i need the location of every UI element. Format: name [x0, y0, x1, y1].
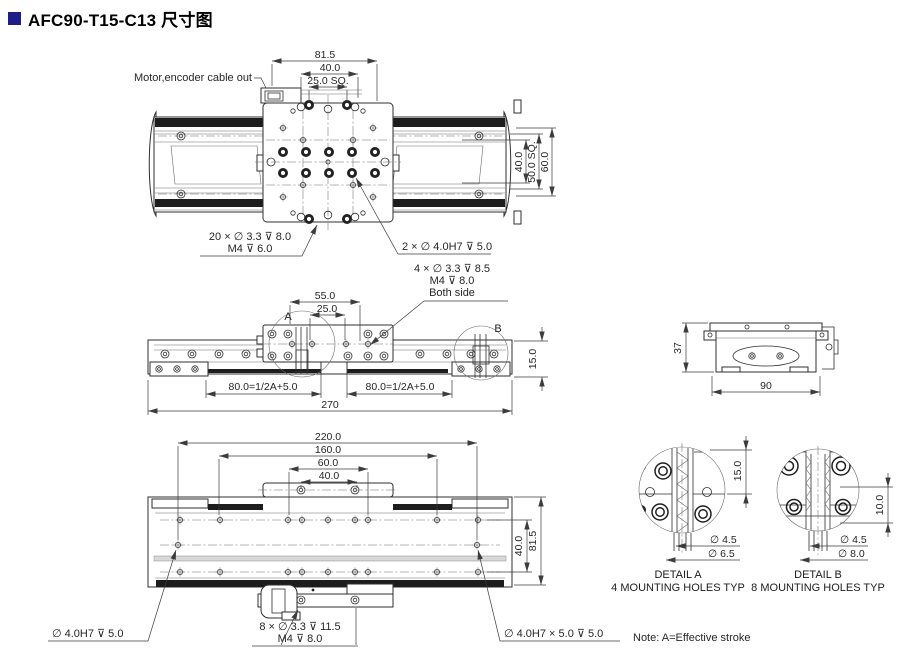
callout-4-holes-line3: Both side: [429, 287, 475, 299]
bottom-view: 220.0 160.0 60.0 40.0 40.0 81.5 8 × ∅ 3.…: [48, 431, 620, 647]
callout-pin-right: ∅ 4.0H7 × 5.0 ⊽ 5.0: [504, 628, 603, 640]
bottom-view-callouts: 8 × ∅ 3.3 ⊽ 11.5 M4 ⊽ 8.0 ∅ 4.0H7 ⊽ 5.0 …: [48, 549, 620, 647]
dim-90: 90: [760, 380, 772, 392]
side-view-dimensions: 37 90: [672, 322, 821, 396]
front-view-dimensions: 55.0 25.0 80.0=1/2A+5.0 80.0=1/2A+5.0 27…: [147, 290, 548, 415]
detail-b-title: DETAIL B: [794, 569, 842, 581]
page-title: AFC90-T15-C13 尺寸图: [28, 11, 213, 30]
dim-81-5: 81.5: [315, 49, 336, 61]
dim-220: 220.0: [315, 431, 341, 443]
title-bullet-square-icon: [8, 12, 21, 25]
bottom-view-sensor-assembly: [257, 583, 394, 621]
detail-b-dia-8-0: ∅ 8.0: [838, 548, 865, 560]
callout-pin-left: ∅ 4.0H7 ⊽ 5.0: [52, 628, 123, 640]
bottom-view-rail: [147, 496, 513, 588]
dim-40-top: 40.0: [320, 62, 341, 74]
dim-25: 25.0: [317, 303, 338, 315]
side-view: 37 90: [672, 322, 839, 396]
front-view: A B 55.0 25.0 80.0=1/2A+5.0 80: [147, 263, 548, 415]
detail-b-subtitle: 8 MOUNTING HOLES TYP: [751, 582, 885, 594]
cable-label: Motor,encoder cable out: [134, 72, 252, 84]
dim-40-right: 40.0: [513, 152, 525, 173]
front-view-detail-circle-a: A: [268, 310, 336, 378]
detail-a-dia-6-5: ∅ 6.5: [708, 548, 735, 560]
callout-4-holes-line2: M4 ⊽ 8.0: [430, 275, 475, 287]
dim-55: 55.0: [315, 290, 336, 302]
dim-60: 60.0: [539, 152, 551, 173]
detail-b-dia-4-5: ∅ 4.5: [840, 534, 867, 546]
top-view-plate-holes: [266, 100, 390, 224]
detail-b-dim-10: 10.0: [874, 495, 886, 516]
callout-4-holes-line1: 4 × ∅ 3.3 ⊽ 8.5: [414, 263, 490, 275]
detail-a-subtitle: 4 MOUNTING HOLES TYP: [611, 582, 745, 594]
detail-a-dia-4-5: ∅ 4.5: [710, 534, 737, 546]
callout-20-holes-line2: M4 ⊽ 6.0: [228, 243, 273, 255]
detail-b-dimensions: 10.0 ∅ 4.5 ∅ 8.0: [800, 473, 893, 563]
front-view-callouts: 4 × ∅ 3.3 ⊽ 8.5 M4 ⊽ 8.0 Both side: [369, 263, 508, 346]
detail-b-marker: B: [494, 323, 501, 335]
dim-37: 37: [672, 342, 684, 354]
cable-clip: [822, 326, 839, 370]
front-view-carriage: [256, 324, 394, 375]
detail-b: 10.0 ∅ 4.5 ∅ 8.0 DETAIL B 8 MOUNTING HOL…: [751, 446, 893, 594]
bottom-view-dimensions: 220.0 160.0 60.0 40.0 40.0 81.5: [177, 431, 546, 586]
page-title-row: AFC90-T15-C13 尺寸图: [8, 6, 213, 31]
detail-a-marker: A: [284, 311, 292, 323]
dim-15: 15.0: [527, 349, 539, 370]
top-view-dimensions: 81.5 40.0 25.0 SQ. 40.0 50.0 SQ. 60.0: [271, 49, 556, 197]
note-text: Note: A=Effective stroke: [633, 632, 751, 644]
dim-25-sq: 25.0 SQ.: [307, 75, 348, 87]
dim-80-left: 80.0=1/2A+5.0: [229, 381, 298, 393]
dim-40-bottom: 40.0: [319, 470, 340, 482]
top-view-callouts: Motor,encoder cable out 20 × ∅ 3.3 ⊽ 8.0…: [134, 72, 492, 257]
callout-8-holes-line2: M4 ⊽ 8.0: [278, 633, 323, 645]
detail-a-dimensions: 15.0 ∅ 4.5 ∅ 6.5: [666, 436, 752, 563]
dim-60: 60.0: [318, 457, 339, 469]
top-view-motor-connector: [260, 87, 362, 104]
top-view-carriage-plate: [255, 95, 401, 230]
bottom-view-carriage-edge: [258, 482, 398, 498]
top-view: 81.5 40.0 25.0 SQ. 40.0 50.0 SQ. 60.0 Mo…: [134, 49, 556, 257]
front-view-detail-circle-b: B: [453, 323, 509, 381]
dim-160: 160.0: [315, 444, 341, 456]
callout-8-holes-line1: 8 × ∅ 3.3 ⊽ 11.5: [259, 621, 340, 633]
detail-a-dim-15: 15.0: [732, 461, 744, 482]
dim-80-right: 80.0=1/2A+5.0: [366, 381, 435, 393]
dim-50-sq: 50.0 SQ.: [526, 141, 538, 182]
detail-a: 15.0 ∅ 4.5 ∅ 6.5 DETAIL A 4 MOUNTING HOL…: [611, 436, 752, 594]
dim-270: 270: [321, 399, 339, 411]
dim-81-5-vert: 81.5: [527, 531, 539, 552]
callout-20-holes-line1: 20 × ∅ 3.3 ⊽ 8.0: [209, 231, 291, 243]
detail-a-title: DETAIL A: [654, 569, 702, 581]
callout-2-pins: 2 × ∅ 4.0H7 ⊽ 5.0: [402, 241, 492, 253]
dim-40-vert: 40.0: [513, 536, 525, 557]
